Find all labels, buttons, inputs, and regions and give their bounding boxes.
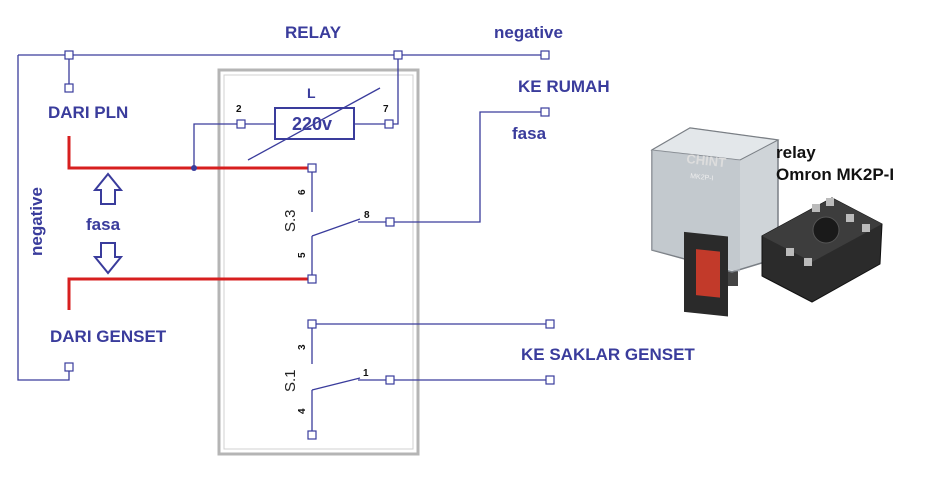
photo-caption-line1: relay bbox=[776, 143, 816, 162]
switch-s1-label: S.1 bbox=[282, 369, 299, 392]
arrow-down-icon bbox=[92, 242, 124, 275]
dari-genset-label: DARI GENSET bbox=[50, 327, 167, 346]
relay-brand-text: CHINT bbox=[686, 151, 727, 170]
pin-5-label: 5 bbox=[297, 252, 308, 258]
coil-negative-drop bbox=[389, 55, 399, 125]
switch-s3-label: S.3 bbox=[282, 209, 299, 232]
coil-feed-wire bbox=[193, 123, 241, 168]
terminal bbox=[545, 319, 555, 329]
terminal bbox=[236, 119, 246, 129]
photo-caption-line2: Omron MK2P-I bbox=[776, 165, 894, 184]
fasa-right-label: fasa bbox=[512, 124, 547, 143]
s1-contact-arm bbox=[311, 377, 361, 391]
terminal bbox=[307, 274, 317, 284]
pin-1-label: 1 bbox=[363, 368, 369, 379]
terminal bbox=[307, 430, 317, 440]
terminal bbox=[385, 375, 395, 385]
terminal bbox=[384, 119, 394, 129]
ke-rumah-label: KE RUMAH bbox=[518, 77, 610, 96]
terminal bbox=[64, 362, 74, 372]
relay-label: RELAY bbox=[285, 23, 342, 42]
relay-housing bbox=[217, 68, 420, 456]
pin-7-label: 7 bbox=[383, 104, 389, 115]
pin-8-label: 8 bbox=[364, 210, 370, 221]
terminal bbox=[545, 375, 555, 385]
coil-voltage-label: 220v bbox=[292, 114, 332, 134]
coil-l-label: L bbox=[307, 85, 316, 101]
terminal bbox=[307, 319, 317, 329]
dari-pln-label: DARI PLN bbox=[48, 103, 128, 122]
fasa-left-label: fasa bbox=[86, 215, 121, 234]
relay-photo: CHINT MK2P-I bbox=[650, 127, 780, 317]
ke-saklar-genset-label: KE SAKLAR GENSET bbox=[521, 345, 695, 364]
pln-phase-wire bbox=[67, 136, 312, 170]
terminal bbox=[64, 50, 74, 60]
terminal bbox=[307, 163, 317, 173]
terminal bbox=[393, 50, 403, 60]
s3-contact-arm bbox=[311, 218, 361, 237]
terminal bbox=[540, 50, 550, 60]
relay-housing-inner bbox=[223, 74, 414, 450]
terminal bbox=[385, 217, 395, 227]
negative-top-label: negative bbox=[494, 23, 563, 42]
pin-4-label: 4 bbox=[297, 408, 308, 414]
ke-rumah-wire bbox=[390, 111, 545, 223]
pin-6-label: 6 bbox=[297, 189, 308, 195]
negative-left-label: negative bbox=[27, 187, 46, 256]
relay-model-text: MK2P-I bbox=[690, 173, 714, 182]
terminal bbox=[64, 83, 74, 93]
coil-diagonal bbox=[247, 87, 381, 161]
genset-phase-wire bbox=[67, 277, 312, 310]
negative-bus-left bbox=[17, 55, 70, 381]
relay-socket-photo bbox=[761, 197, 883, 303]
pin-2-label: 2 bbox=[236, 104, 242, 115]
junction-dot bbox=[191, 165, 197, 171]
arrow-up-icon bbox=[92, 172, 124, 205]
terminal bbox=[540, 107, 550, 117]
pin-3-label: 3 bbox=[297, 344, 308, 350]
